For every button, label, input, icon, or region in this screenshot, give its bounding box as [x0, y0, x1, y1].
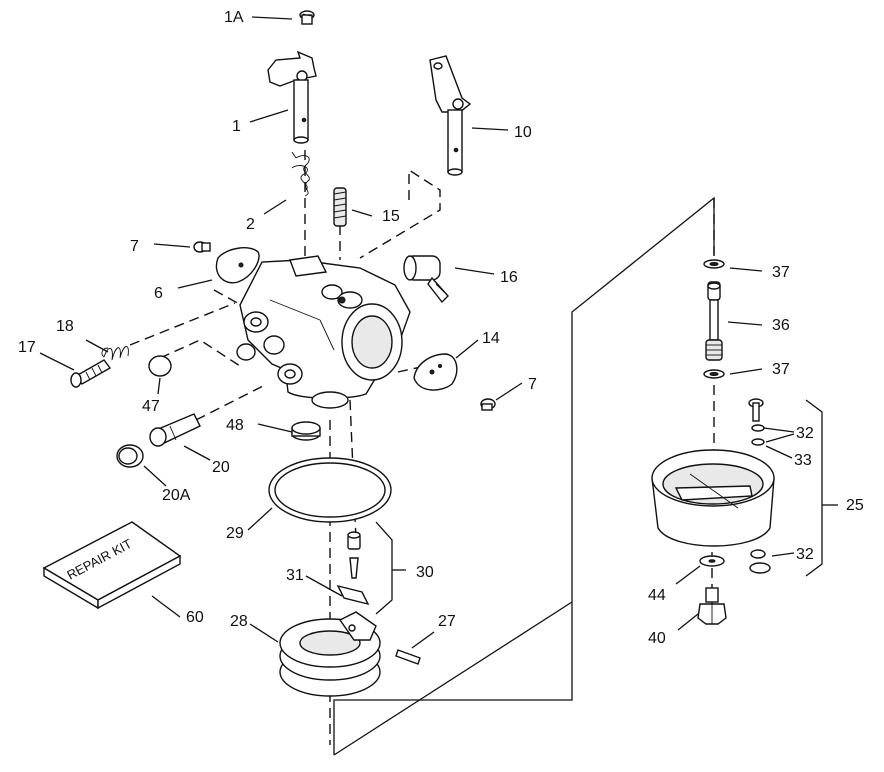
callout-20a: 20A [162, 487, 191, 504]
callout-10: 10 [514, 124, 532, 141]
part-44-washer [699, 555, 725, 567]
part-37-oring-bottom [703, 369, 725, 379]
callout-44: 44 [648, 587, 666, 604]
part-29-gasket [268, 457, 392, 523]
callout-20: 20 [212, 459, 230, 476]
callout-33: 33 [794, 452, 812, 469]
part-14-choke-plate [413, 353, 458, 391]
callout-25: 25 [846, 497, 864, 514]
callout-18: 18 [56, 318, 74, 335]
part-1-throttle-shaft [267, 50, 317, 144]
part-28-float [279, 611, 381, 697]
part-37-oring-top [703, 259, 725, 269]
callout-47: 47 [142, 398, 160, 415]
part-20-jet [149, 413, 201, 447]
part-36-bowl-screw [705, 281, 723, 361]
part-15-spring [333, 187, 347, 227]
part-32-valve [748, 398, 764, 422]
callout-37-bottom: 37 [772, 361, 790, 378]
callout-48: 48 [226, 417, 244, 434]
part-30-needle [336, 531, 370, 606]
callout-28: 28 [230, 613, 248, 630]
callout-29: 29 [226, 525, 244, 542]
callout-16: 16 [500, 269, 518, 286]
callout-1: 1 [232, 118, 241, 135]
callout-labels: 1A 1 2 10 15 16 7 6 18 17 14 7 47 48 20 … [18, 9, 864, 647]
callout-36: 36 [772, 317, 790, 334]
part-27-pin [395, 649, 421, 665]
callout-27: 27 [438, 613, 456, 630]
callout-31: 31 [286, 567, 304, 584]
part-7-screw-lower [480, 398, 496, 411]
part-16-fuel-fitting [403, 255, 449, 304]
part-32-lower-seals [749, 549, 771, 574]
callout-15: 15 [382, 208, 400, 225]
callout-32-upper: 32 [796, 425, 814, 442]
callout-60: 60 [186, 609, 204, 626]
callout-32-lower: 32 [796, 546, 814, 563]
callout-37-top: 37 [772, 264, 790, 281]
leader-lines [39, 16, 795, 649]
part-47-plug [148, 355, 172, 377]
callout-1a: 1A [224, 9, 244, 26]
part-17-screw [70, 359, 112, 388]
callout-7-upper: 7 [130, 238, 139, 255]
part-48-plug [291, 421, 321, 441]
callout-14: 14 [482, 330, 500, 347]
callout-40: 40 [648, 630, 666, 647]
part-40-drain [697, 587, 727, 625]
part-6-throttle-plate [215, 247, 260, 284]
bracket-30 [375, 521, 406, 615]
part-18-spring [101, 346, 129, 361]
part-10-choke-shaft [429, 55, 472, 176]
callout-30: 30 [416, 564, 434, 581]
part-7-screw-upper [193, 241, 211, 253]
carburetor-body [236, 255, 411, 409]
bracket-25 [805, 399, 838, 577]
callout-7-lower: 7 [528, 376, 537, 393]
callout-2: 2 [246, 216, 255, 233]
part-25-float-bowl [651, 449, 775, 547]
bowl-assembly-frame [333, 196, 715, 756]
part-2-spring [291, 151, 310, 197]
part-20a-cap [116, 444, 144, 468]
callout-6: 6 [154, 285, 163, 302]
alignment-lines [129, 150, 715, 745]
part-33-washer [751, 424, 765, 446]
callout-17: 17 [18, 339, 36, 356]
part-60-repair-kit: REPAIR KIT [42, 521, 182, 610]
part-1a-screw [299, 10, 315, 25]
